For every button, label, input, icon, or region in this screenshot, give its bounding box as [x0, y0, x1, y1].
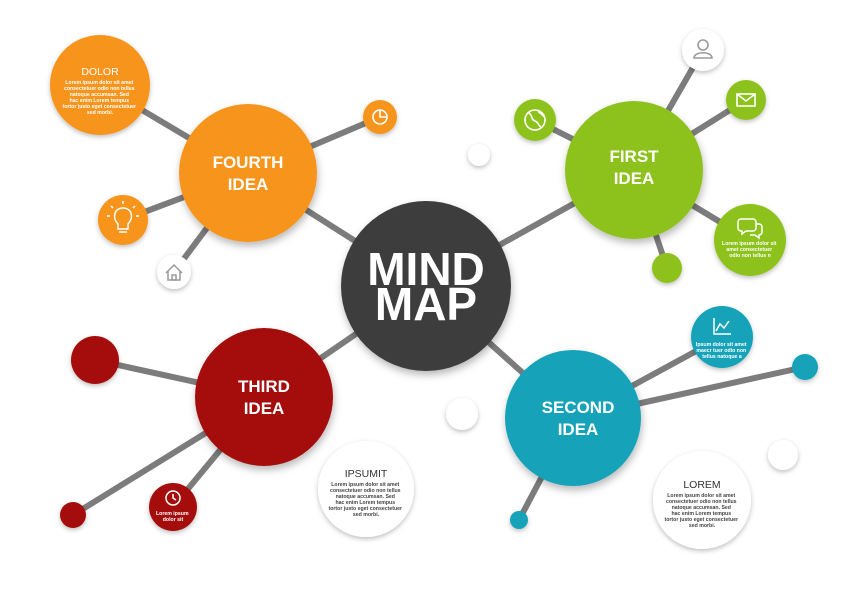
- fourth-idea-line1: FOURTH: [213, 153, 284, 172]
- chart-note-line: tellus natoque a: [702, 354, 742, 360]
- globe-icon-bubble: [514, 99, 556, 141]
- chat-note-line: odio non tellus n: [729, 253, 771, 259]
- first-idea-line1: FIRST: [609, 147, 659, 166]
- center-title-line1: MIND: [367, 243, 485, 295]
- chart-note-line: Ipsum dolor sit amet: [696, 342, 747, 348]
- home-icon-bubble: [157, 255, 191, 289]
- second-idea-line2: IDEA: [558, 420, 599, 439]
- dolor-note-bubble: DOLOR Lorem ipsum dolor sit amet consect…: [50, 35, 150, 135]
- ipsumit-note-line: Lorem ipsum dolor sit amet: [331, 482, 399, 488]
- chart-note-line: maecr tuer odio non: [696, 348, 746, 354]
- third-idea-node: THIRD IDEA: [195, 328, 333, 466]
- first-idea-node: FIRST IDEA: [565, 101, 703, 239]
- lorem-note-line: consectetuer odio non tellus: [666, 499, 737, 505]
- globe-icon: [524, 109, 546, 131]
- second-idea-line1: SECOND: [542, 398, 615, 417]
- dolor-note-line: hac enim Lorem tempus: [69, 98, 129, 104]
- clock-note-bubble: Lorem ipsum dolor sit: [149, 483, 197, 531]
- ipsumit-note-line: natoque accumsan. Sed: [336, 494, 395, 500]
- lorem-note-line: tortor justo eget consectetuer: [665, 517, 739, 523]
- user-icon-bubble: [682, 29, 724, 71]
- dolor-note-title: DOLOR: [81, 66, 119, 78]
- decor-white-dot: [468, 144, 490, 166]
- fourth-idea-line2: IDEA: [228, 175, 269, 194]
- pie-chart-icon: [372, 109, 388, 125]
- third-idea-line1: THIRD: [238, 377, 290, 396]
- ipsumit-note-line: tortor justo eget consectetuer: [329, 506, 403, 512]
- first-idea-line2: IDEA: [614, 169, 655, 188]
- chat-note-line: Lorem ipsum dolor sit: [722, 241, 777, 247]
- pie-chart-icon-bubble: [363, 100, 397, 134]
- chart-note-text: Ipsum dolor sit amet maecr tuer odio non…: [696, 342, 748, 360]
- user-icon: [693, 39, 713, 59]
- ipsumit-note-line: sed morbi.: [353, 512, 380, 518]
- lorem-note-line: sed morbi.: [689, 523, 716, 529]
- center-node: MIND MAP: [341, 201, 511, 371]
- clock-note-line: Lorem ipsum: [156, 511, 189, 517]
- chat-icon: [737, 218, 763, 240]
- lorem-note-title: LOREM: [683, 479, 720, 491]
- dolor-note-text: Lorem ipsum dolor sit amet consectetuer …: [63, 80, 138, 116]
- second-idea-dot-right: [792, 354, 818, 380]
- chart-note-bubble: Ipsum dolor sit amet maecr tuer odio non…: [691, 306, 753, 368]
- decor-white-dot: [446, 398, 478, 430]
- clock-note-text: Lorem ipsum dolor sit: [156, 511, 190, 523]
- lorem-note-line: hac enim Lorem tempus: [671, 511, 731, 517]
- center-title-line2: MAP: [375, 278, 477, 330]
- second-idea-node: SECOND IDEA: [505, 350, 641, 486]
- second-idea-dot-bottom: [510, 511, 528, 529]
- clock-icon: [165, 490, 181, 506]
- lorem-note-line: natoque accumsan. Sed: [672, 505, 731, 511]
- ipsumit-note-text: Lorem ipsum dolor sit amet consectetuer …: [329, 482, 404, 518]
- chat-note-text: Lorem ipsum dolor sit amet consectetuer …: [722, 241, 778, 259]
- dolor-note-line: tortor justo eget consectetuer: [63, 104, 137, 110]
- home-icon: [165, 263, 183, 281]
- lorem-note-bubble: LOREM Lorem ipsum dolor sit amet consect…: [653, 451, 751, 549]
- third-idea-small-dot: [60, 502, 86, 528]
- dolor-note-line: natoque accumsan. Sed: [70, 92, 129, 98]
- chat-note-bubble: Lorem ipsum dolor sit amet consectetuer …: [714, 204, 786, 276]
- envelope-icon: [736, 93, 756, 107]
- clock-note-line: dolor sit: [163, 517, 184, 523]
- chat-note-line: amet consectetuer: [726, 247, 772, 253]
- ipsumit-note-bubble: IPSUMIT Lorem ipsum dolor sit amet conse…: [318, 441, 414, 537]
- first-idea-small-dot: [652, 253, 682, 283]
- dolor-note-line: sed morbi.: [87, 110, 114, 116]
- ipsumit-note-line: hac enim Lorem tempus: [335, 500, 395, 506]
- lightbulb-icon-bubble: [98, 195, 148, 245]
- decor-white-dot: [768, 440, 798, 470]
- lorem-note-line: Lorem ipsum dolor sit amet: [667, 493, 735, 499]
- dolor-note-line: Lorem ipsum dolor sit amet: [65, 80, 133, 86]
- envelope-icon-bubble: [726, 80, 766, 120]
- chart-icon: [713, 318, 731, 335]
- third-idea-line2: IDEA: [244, 399, 285, 418]
- dolor-note-line: consectetuer odio non tellus: [64, 86, 135, 92]
- third-idea-red-dot: [71, 336, 119, 384]
- fourth-idea-node: FOURTH IDEA: [179, 104, 317, 242]
- ipsumit-note-title: IPSUMIT: [345, 468, 388, 480]
- lorem-note-text: Lorem ipsum dolor sit amet consectetuer …: [665, 493, 740, 529]
- ipsumit-note-line: consectetuer odio non tellus: [330, 488, 401, 494]
- lightbulb-icon: [107, 201, 139, 233]
